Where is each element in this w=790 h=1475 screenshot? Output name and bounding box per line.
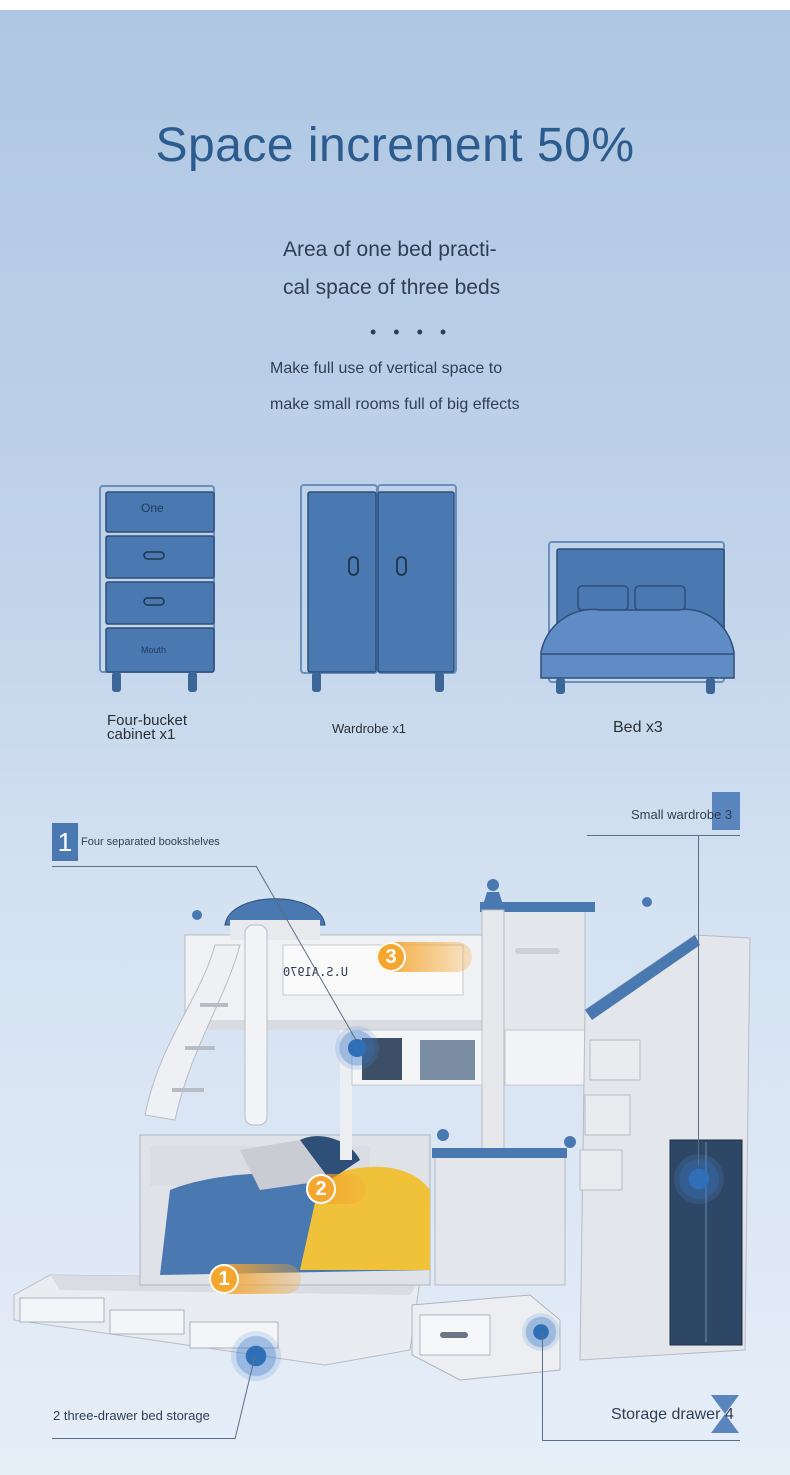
hotspot-bed-storage[interactable] <box>231 1331 281 1381</box>
wardrobe-icon <box>300 484 457 692</box>
cabinet-top-text: One <box>141 501 164 515</box>
cabinet-bottom-text: Mouth <box>141 645 167 655</box>
callout-3-connector <box>234 1355 256 1440</box>
hotspot-storage-drawer[interactable] <box>522 1313 560 1351</box>
callout-1-badge: 1 <box>52 823 78 861</box>
cabinet-label: Four-bucket cabinet x1 <box>107 712 188 743</box>
hotspot-bookshelves[interactable] <box>335 1026 379 1070</box>
description-line-2: make small rooms full of big effects <box>270 396 520 413</box>
description-line-1: Make full use of vertical space to <box>270 360 503 377</box>
bed-sign-text: U.S.A1970 <box>283 965 348 979</box>
marker-2-number: 2 <box>306 1174 336 1204</box>
marker-1[interactable]: 1 <box>209 1264 301 1294</box>
cabinet-label-line-2: cabinet x1 <box>107 726 176 743</box>
callout-2-line <box>587 835 740 836</box>
marker-2[interactable]: 2 <box>306 1174 366 1204</box>
callout-3-line <box>52 1438 235 1439</box>
marker-3-number: 3 <box>376 942 406 972</box>
subtitle-line-2: cal space of three beds <box>283 276 501 299</box>
callout-2-text: Small wardrobe 3 <box>631 807 733 822</box>
bed-icon <box>540 541 735 694</box>
subtitle-line-1: Area of one bed practi- <box>283 238 497 261</box>
cabinet-icon <box>99 485 215 692</box>
callout-2-connector <box>698 835 699 1165</box>
callout-4-line <box>542 1440 740 1441</box>
hotspot-small-wardrobe[interactable] <box>674 1154 724 1204</box>
marker-3[interactable]: 3 <box>376 942 472 972</box>
callout-4-connector <box>542 1332 543 1440</box>
callout-4-text: Storage drawer 4 <box>611 1406 734 1423</box>
callout-4-badge <box>711 1395 739 1433</box>
callout-1-text: Four separated bookshelves <box>81 836 220 848</box>
callout-2-badge <box>712 792 740 830</box>
bunk-bed-illustration: U.S.A1970 <box>13 879 751 1381</box>
callout-1-connector <box>255 865 357 1041</box>
page-title: Space increment 50% <box>155 119 635 172</box>
separator-dots: • • • • <box>370 322 453 342</box>
callout-1-line <box>52 866 257 867</box>
callout-3-text: 2 three-drawer bed storage <box>53 1408 210 1423</box>
cabinet-label-line-1: Four-bucket <box>107 712 188 729</box>
wardrobe-label: Wardrobe x1 <box>332 721 406 736</box>
marker-1-number: 1 <box>209 1264 239 1294</box>
product-page: Space increment 50% Area of one bed prac… <box>0 10 790 1475</box>
bed-label: Bed x3 <box>613 719 663 736</box>
